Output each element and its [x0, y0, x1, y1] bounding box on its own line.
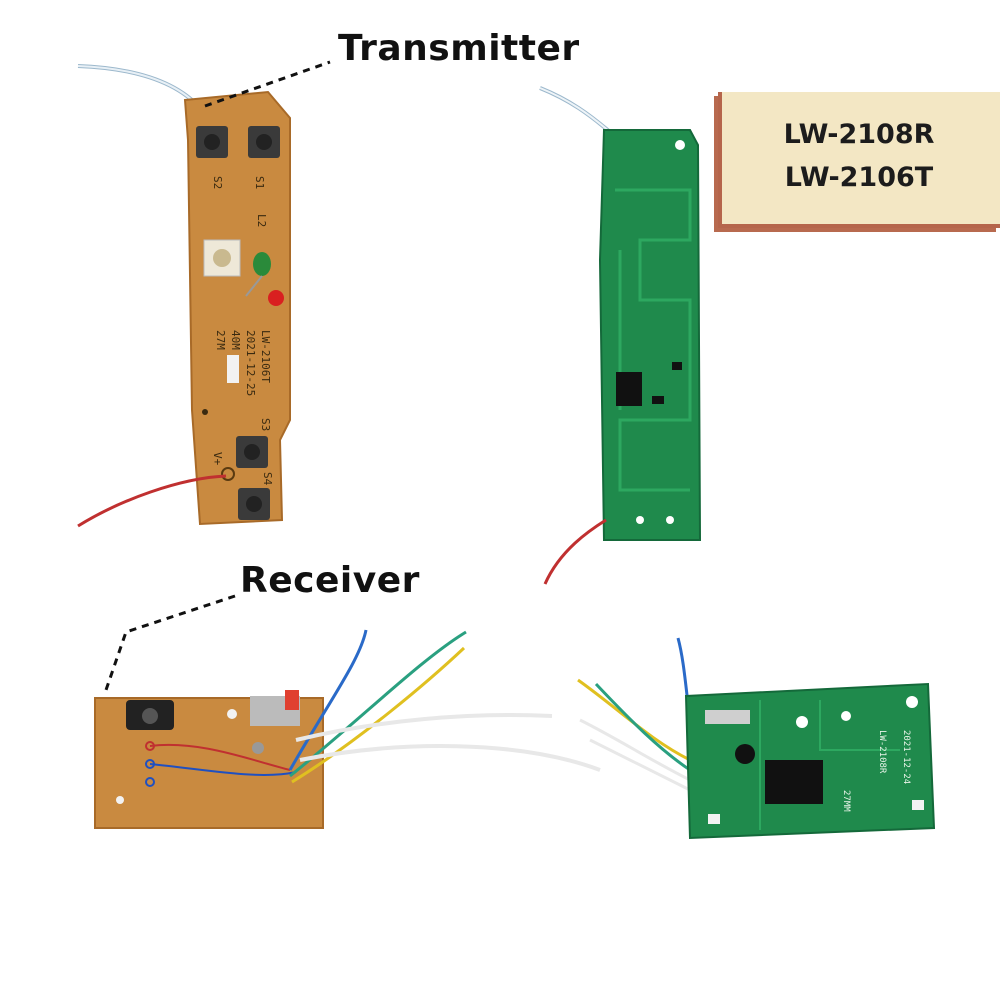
- receiver-pointer-line: [104, 594, 236, 691]
- receiver-label: Receiver: [240, 560, 420, 601]
- rx-freq-text: 27MM: [841, 790, 851, 812]
- rx-model-text: LW-2108R: [877, 730, 887, 774]
- tx-l2-text: L2: [255, 214, 268, 227]
- tx-s3-text: S3: [259, 418, 272, 431]
- transmitter-board-back: [539, 86, 702, 585]
- tx-s2-text: S2: [211, 176, 224, 189]
- tx-date-text: 2021-12-25: [244, 330, 257, 396]
- rx-date-text: 2021-12-24: [901, 730, 911, 784]
- receiver-board-back: LW-2108R 2021-12-24 27MM: [577, 637, 936, 840]
- tx-model-text: LW-2106T: [259, 330, 272, 383]
- transmitter-label: Transmitter: [338, 28, 580, 69]
- transmitter-model-text: LW-2106T: [784, 162, 934, 193]
- tx-s4-text: S4: [261, 472, 274, 486]
- receiver-board-front: [94, 629, 601, 829]
- tx-freq2-text: 27M: [214, 330, 227, 350]
- transmitter-board-front: LW-2106T 2021-12-25 40M 27M S1 S2 S3 S4 …: [77, 64, 291, 528]
- tx-s1-text: S1: [253, 176, 266, 189]
- receiver-model-text: LW-2108R: [783, 119, 935, 150]
- tx-vplus-text: V+: [211, 452, 224, 466]
- transmitter-pointer-line: [204, 60, 331, 108]
- model-badge: LW-2108R LW-2106T: [718, 92, 1000, 228]
- tx-freq1-text: 40M: [229, 330, 242, 350]
